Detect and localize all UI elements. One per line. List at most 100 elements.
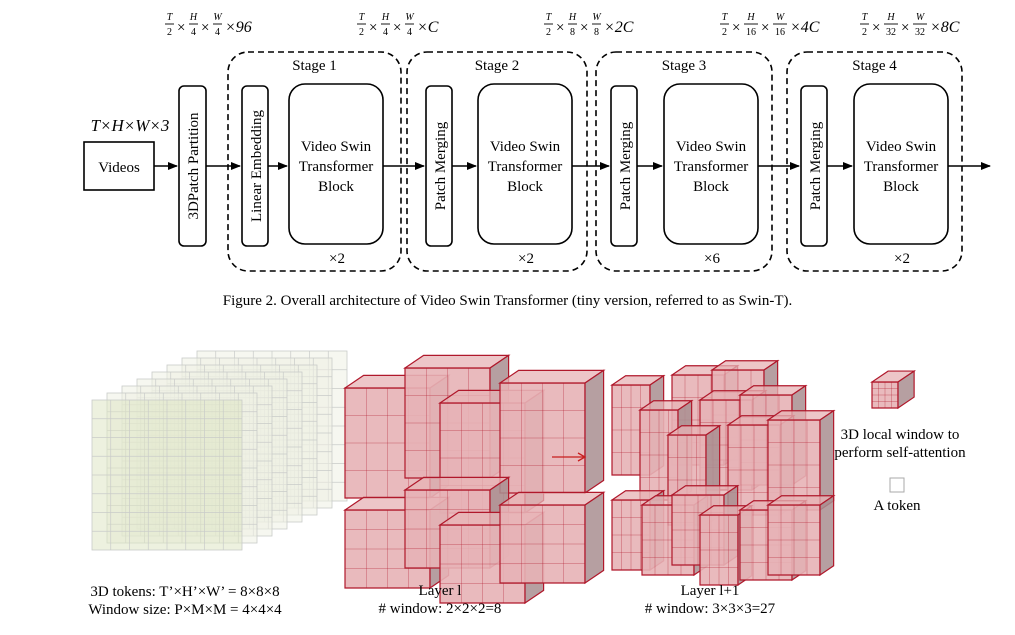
shifted-window-illustration [91, 350, 917, 605]
shift-arrow-head [577, 452, 587, 462]
stage-boundary [786, 51, 963, 272]
stage-first-label: Patch Merging [618, 121, 634, 210]
stages-group: Stage 1 Linear Embedding Video SwinTransfo… [206, 51, 991, 272]
stage-title: Stage 1 [292, 58, 337, 74]
stage-title: Stage 4 [852, 58, 897, 74]
times-sign: × [732, 20, 740, 36]
token-volume [91, 350, 348, 551]
legend-window-icon [870, 369, 917, 410]
transformer-block-line: Block [318, 179, 354, 195]
times-sign: × [872, 20, 880, 36]
fraction-numerator: T [359, 12, 366, 23]
fraction-numerator: H [381, 12, 390, 23]
dimension-tail: ×4C [790, 19, 820, 36]
fraction-numerator: W [592, 12, 602, 23]
dimension-tail: ×2C [604, 19, 634, 36]
stage-repeat: ×2 [894, 251, 910, 267]
layer-l1-windows [610, 359, 836, 587]
transformer-block [288, 83, 384, 245]
legend-window-line-1: 3D local window to [840, 427, 960, 443]
stage-first-label: Patch Merging [433, 121, 449, 210]
stage-1: Stage 1 Linear Embedding Video SwinTransfo… [227, 51, 402, 272]
dimension-tail: ×C [417, 19, 439, 36]
stage-repeat: ×6 [704, 251, 720, 267]
legend-token-icon [889, 477, 905, 493]
transformer-block [477, 83, 573, 245]
layer-l1-title: Layer l+1 [680, 583, 740, 599]
dimension-tail: ×96 [225, 19, 252, 36]
transformer-block [853, 83, 949, 245]
stage-3: Stage 3 Patch Merging Video SwinTransforme… [595, 51, 773, 272]
stage-2: Stage 2 Patch Merging Video SwinTransforme… [406, 51, 588, 272]
fraction-denominator: 32 [915, 27, 925, 38]
fraction-numerator: T [167, 12, 174, 23]
stage-first-label: Patch Merging [808, 121, 824, 210]
window-block [766, 494, 836, 577]
fraction-numerator: H [568, 12, 577, 23]
stage-boundary [406, 51, 588, 272]
fraction-denominator: 4 [407, 27, 412, 38]
layer-l-caption: Layer l # window: 2×2×2=8 [345, 582, 535, 618]
videos-label: Videos [98, 160, 140, 176]
fraction-denominator: 4 [215, 27, 220, 38]
times-sign: × [580, 20, 588, 36]
input-dimension: T×H×W×3 [91, 116, 170, 135]
fraction-denominator: 2 [546, 27, 551, 38]
times-sign: × [761, 20, 769, 36]
fraction-denominator: 4 [191, 27, 196, 38]
fraction-numerator: W [916, 12, 926, 23]
dimension-label: T2×H4×W4×96 [165, 12, 252, 38]
layer-l-title: Layer l [418, 583, 462, 599]
window-block [498, 369, 606, 495]
layer-l-windows-count: # window: 2×2×2=8 [378, 601, 502, 617]
layer-l1-caption: Layer l+1 # window: 3×3×3=27 [610, 582, 810, 618]
transformer-block-line: Block [883, 179, 919, 195]
transformer-block-line: Video Swin [490, 139, 561, 155]
legend-window-caption: 3D local window to perform self-attentio… [820, 426, 980, 462]
window-block [766, 409, 836, 512]
fraction-denominator: 2 [722, 27, 727, 38]
fraction-denominator: 2 [862, 27, 867, 38]
figure2-caption: Figure 2. Overall architecture of Video … [222, 293, 793, 309]
fraction-numerator: H [189, 12, 198, 23]
dimension-label: T2×H4×W4×C [357, 12, 439, 38]
fraction-numerator: T [546, 12, 553, 23]
fraction-numerator: H [746, 12, 755, 23]
transformer-block-line: Transformer [674, 159, 748, 175]
transformer-block-line: Transformer [864, 159, 938, 175]
dimension-label: T2×H8×W8×2C [544, 12, 634, 38]
stage-boundary [227, 51, 402, 272]
stage-boundary [595, 51, 773, 272]
patch-partition-label: 3DPatch Partition [186, 112, 202, 220]
stage-repeat: ×2 [329, 251, 345, 267]
dimension-tail: ×8C [930, 19, 960, 36]
times-sign: × [177, 20, 185, 36]
transformer-block-line: Video Swin [301, 139, 372, 155]
transformer-block-line: Transformer [488, 159, 562, 175]
stage-title: Stage 2 [475, 58, 520, 74]
transformer-block [663, 83, 759, 245]
legend-token-caption: A token [873, 498, 921, 514]
tokens-caption: 3D tokens: T’×H’×W’ = 8×8×8 Window size:… [70, 583, 300, 619]
fraction-numerator: W [776, 12, 786, 23]
layer-l1-windows-count: # window: 3×3×3=27 [644, 601, 776, 617]
transformer-block-line: Video Swin [866, 139, 937, 155]
stage-repeat: ×2 [518, 251, 534, 267]
times-sign: × [556, 20, 564, 36]
fraction-denominator: 2 [359, 27, 364, 38]
stage-title: Stage 3 [662, 58, 707, 74]
legend-cube [870, 369, 917, 410]
token-slice [91, 399, 243, 551]
fraction-numerator: W [405, 12, 415, 23]
transformer-block-line: Transformer [299, 159, 373, 175]
fraction-denominator: 4 [383, 27, 388, 38]
stage-4: Stage 4 Patch Merging Video SwinTransforme… [786, 51, 963, 272]
tokens-line-1: 3D tokens: T’×H’×W’ = 8×8×8 [90, 584, 280, 600]
fraction-numerator: T [722, 12, 729, 23]
fraction-numerator: W [213, 12, 223, 23]
fraction-numerator: H [886, 12, 895, 23]
stage-first-label: Linear Embedding [249, 109, 265, 222]
dimension-label: T2×H32×W32×8C [860, 12, 960, 38]
times-sign: × [901, 20, 909, 36]
transformer-block-line: Video Swin [676, 139, 747, 155]
